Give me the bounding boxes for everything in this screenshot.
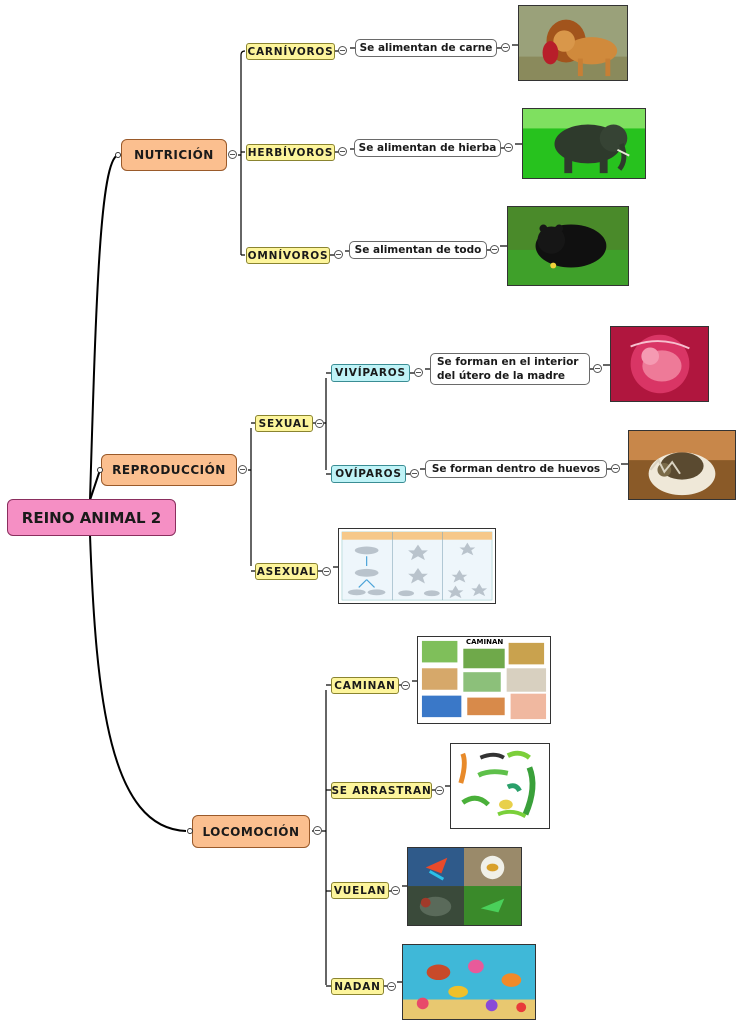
root-node[interactable]: REINO ANIMAL 2 [7,499,176,536]
sea-animals-illustration [402,944,536,1020]
topic-asexual[interactable]: ASEXUAL [255,563,318,580]
collapse-toggle-viviparos[interactable] [414,368,423,377]
topic-carnivoros[interactable]: CARNÍVOROS [246,43,335,60]
branch-nutricion[interactable]: NUTRICIÓN [121,139,227,171]
topic-caminan[interactable]: CAMINAN [331,677,399,694]
asexual-reproduction-diagram [338,528,496,604]
hatching-turtle-photo [628,430,736,500]
collapse-toggle-omnivoros[interactable] [334,250,343,259]
collapse-toggle-vuelan[interactable] [391,886,400,895]
collapse-toggle-herbivoros-desc[interactable] [504,143,513,152]
root-connector-dot [115,152,121,158]
collapse-toggle-asexual[interactable] [322,567,331,576]
collapse-toggle-locomocion[interactable] [313,826,322,835]
collapse-toggle-caminan[interactable] [401,681,410,690]
topic-se-arrastran[interactable]: SE ARRASTRAN [331,782,432,799]
topic-nadan[interactable]: NADAN [331,978,384,995]
walking-animals-collage: CAMINAN [417,636,551,724]
topic-vuelan[interactable]: VUELAN [331,882,389,899]
fetus-photo [610,326,709,402]
collapse-toggle-reproduccion[interactable] [238,465,247,474]
collapse-toggle-carnivoros-desc[interactable] [501,43,510,52]
bear-photo [507,206,629,286]
description-herbivoros[interactable]: Se alimentan de hierba [354,139,501,157]
topic-omnivoros[interactable]: OMNÍVOROS [246,247,330,264]
collapse-toggle-carnivoros[interactable] [338,46,347,55]
root-connector-dot [187,828,193,834]
flying-animals-collage [407,847,522,926]
collapse-toggle-nutricion[interactable] [228,150,237,159]
topic-viviparos[interactable]: VIVÍPAROS [331,364,410,382]
description-omnivoros[interactable]: Se alimentan de todo [349,241,487,259]
topic-oviparos[interactable]: OVÍPAROS [331,465,406,483]
description-viviparos-line1: Se forman en el interior [437,356,579,368]
description-oviparos[interactable]: Se forman dentro de huevos [425,460,607,478]
collapse-toggle-oviparos[interactable] [410,469,419,478]
topic-herbivoros[interactable]: HERBÍVOROS [246,144,335,161]
collapse-toggle-viviparos-desc[interactable] [593,364,602,373]
branch-reproduccion[interactable]: REPRODUCCIÓN [101,454,237,486]
collapse-toggle-nadan[interactable] [387,982,396,991]
description-carnivoros[interactable]: Se alimentan de carne [355,39,497,57]
collapse-toggle-omnivoros-desc[interactable] [490,245,499,254]
description-viviparos-line2: del útero de la madre [437,370,566,382]
reptiles-illustration [450,743,550,829]
topic-sexual[interactable]: SEXUAL [255,415,313,432]
collapse-toggle-se-arrastran[interactable] [435,786,444,795]
elephant-photo [522,108,646,179]
collapse-toggle-oviparos-desc[interactable] [611,464,620,473]
root-connector-dot [97,467,103,473]
description-viviparos[interactable]: Se forman en el interior del útero de la… [430,353,590,385]
collapse-toggle-herbivoros[interactable] [338,147,347,156]
lion-photo [518,5,628,81]
collage-title: CAMINAN [466,638,504,646]
branch-locomocion[interactable]: LOCOMOCIÓN [192,815,310,848]
collapse-toggle-sexual[interactable] [315,419,324,428]
